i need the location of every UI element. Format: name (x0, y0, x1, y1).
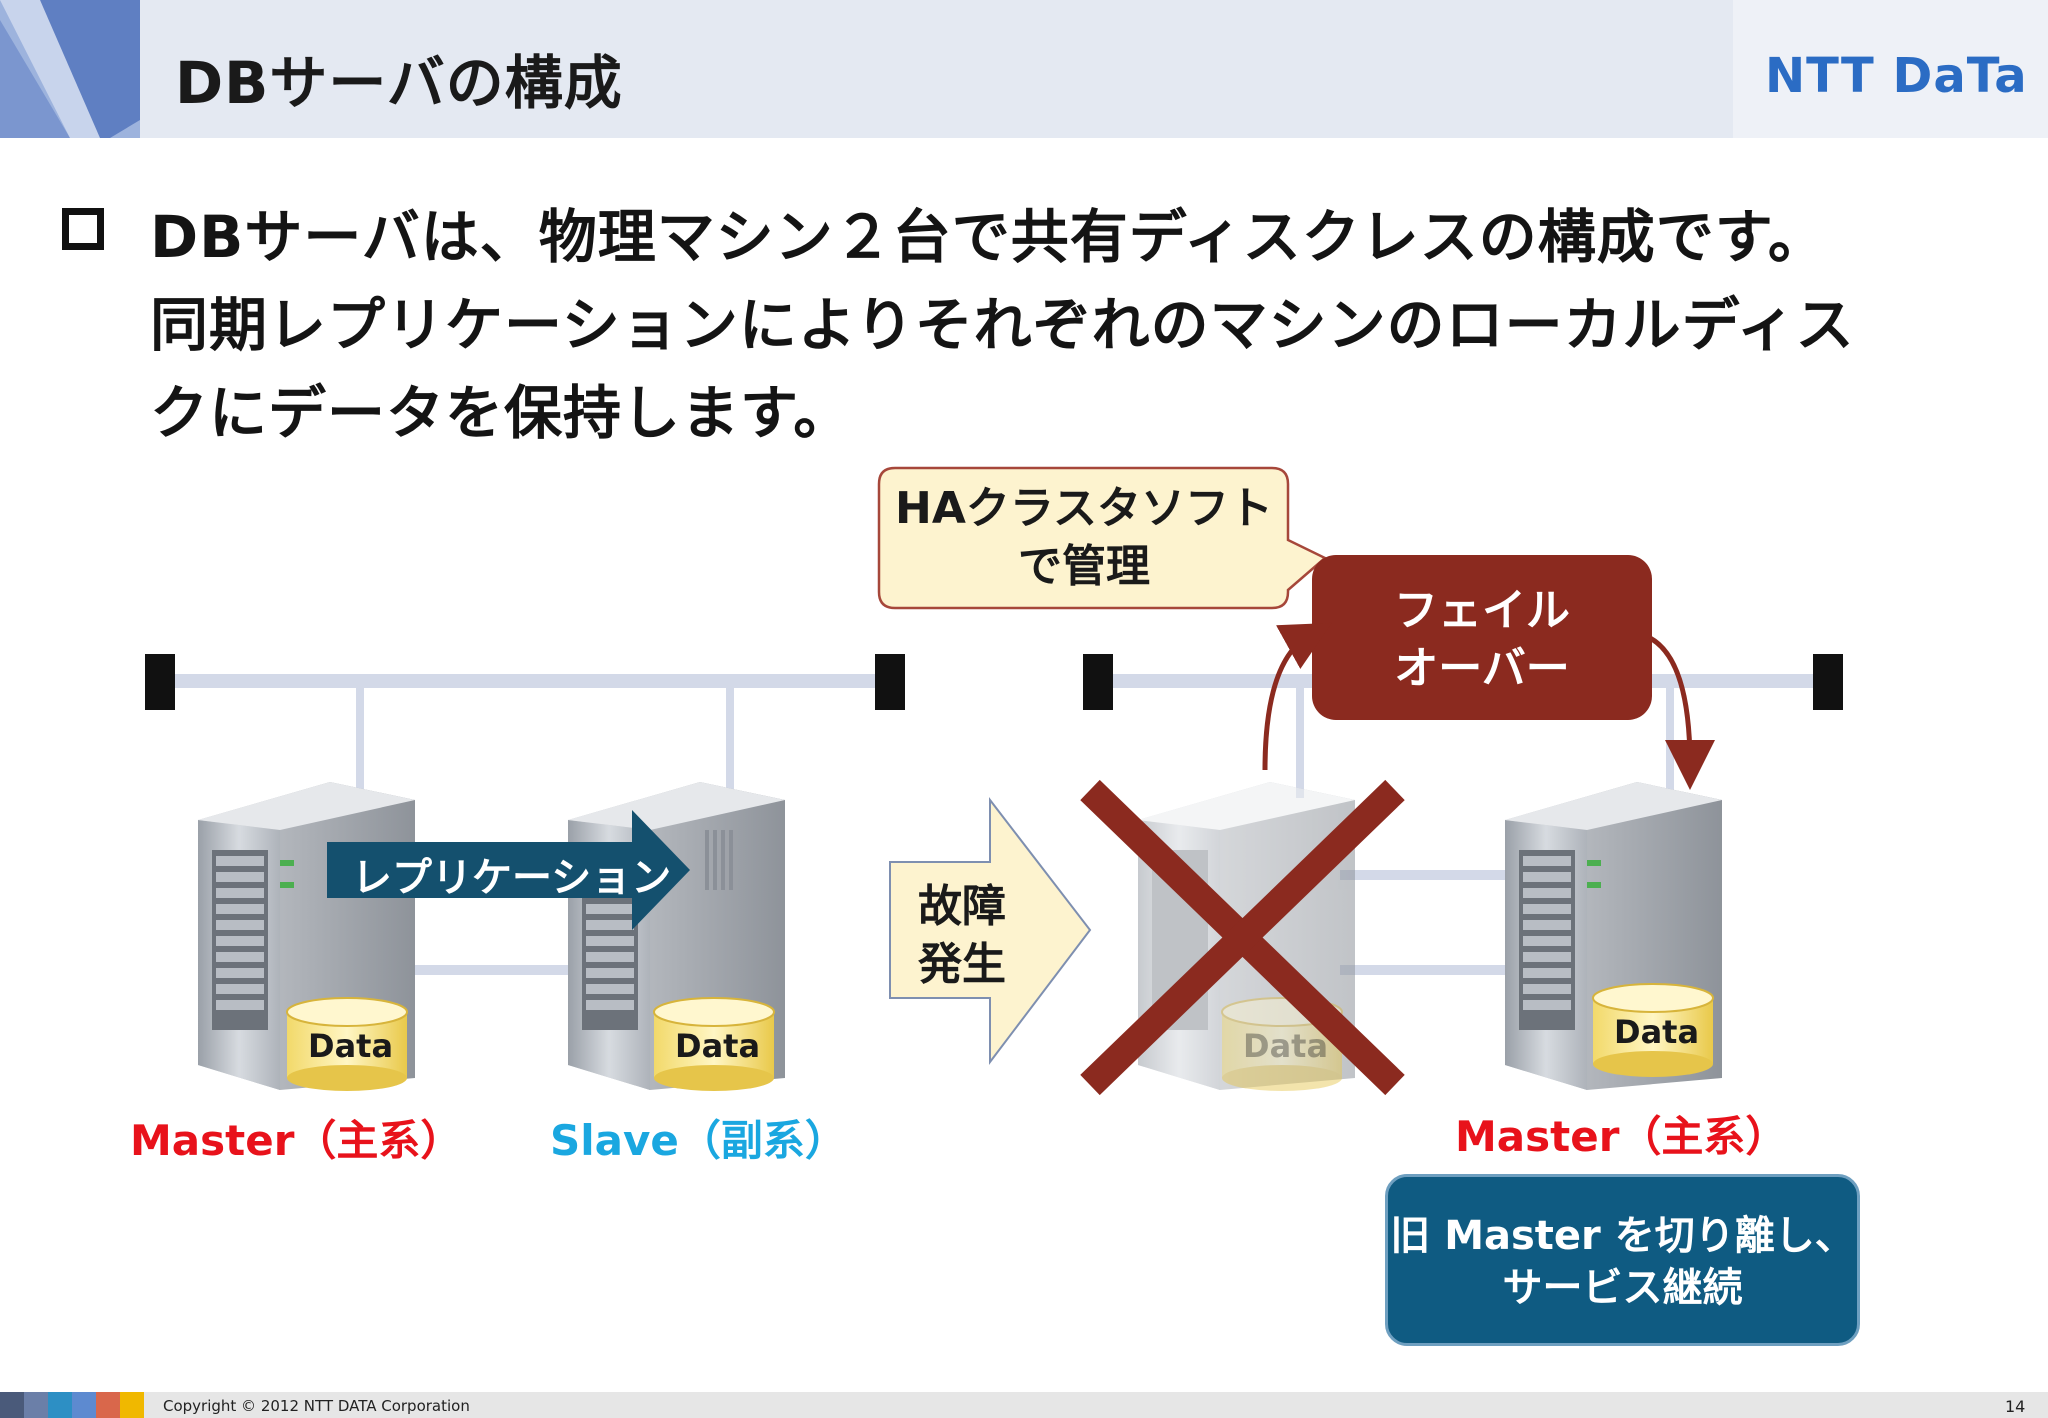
failover-text: フェイル オーバー (1312, 582, 1652, 698)
failover-arrow-in-icon (1648, 635, 1715, 790)
fault-arrow-icon (889, 797, 1092, 1065)
slide-header (0, 0, 2048, 138)
header-logo-area (1733, 0, 2048, 138)
body-text-line-2: 同期レプリケーションによりそれぞれのマシンのローカルディス (150, 291, 1855, 359)
data-disk-slave-icon (653, 997, 775, 1091)
master-right-label: Master（主系） (1455, 1112, 1788, 1161)
failover-box (1312, 555, 1652, 720)
company-logo: NTT DaTa (1765, 48, 2028, 104)
failure-cross-icon (1080, 779, 1405, 1096)
fault-label: 故障 発生 (918, 878, 1006, 994)
slide-footer (0, 1392, 2048, 1418)
data-disk-master-right-icon (1592, 983, 1714, 1077)
data-label-master-left: Data (308, 1027, 394, 1065)
service-continue-text: 旧 Master を切り離し、 サービス継続 (1385, 1210, 1860, 1314)
service-continue-line-1: 旧 Master を切り離し、 (1390, 1213, 1855, 1259)
body-text-line-1: DBサーバは、物理マシン２台で共有ディスクレスの構成です。 (150, 203, 1827, 271)
slave-label: Slave（副系） (550, 1116, 847, 1165)
service-continue-line-2: サービス継続 (1502, 1265, 1743, 1311)
ha-callout-line-1: HAクラスタソフト (895, 483, 1273, 534)
replication-arrow-icon (327, 810, 690, 930)
ha-callout-bubble (877, 466, 1328, 610)
ha-callout-line-2: で管理 (1018, 541, 1150, 592)
page-number: 14 (2005, 1397, 2026, 1416)
data-label-master-right: Data (1614, 1013, 1700, 1051)
fault-line-1: 故障 (918, 881, 1006, 932)
service-continue-box (1385, 1174, 1860, 1346)
footer-color-square (24, 1392, 48, 1418)
footer-color-square (0, 1392, 24, 1418)
failover-line-1: フェイル (1394, 585, 1570, 636)
copyright-text: Copyright © 2012 NTT DATA Corporation (163, 1397, 470, 1415)
body-text-line-3: クにデータを保持します。 (150, 379, 853, 447)
network-bus-left (145, 654, 905, 975)
slide-title: DBサーバの構成 (175, 49, 623, 117)
master-left-label: Master（主系） (130, 1116, 463, 1165)
bullet-square-icon (62, 208, 104, 250)
fault-line-2: 発生 (918, 939, 1006, 990)
data-disk-master-left-icon (286, 997, 408, 1091)
data-label-failed: Data (1243, 1027, 1329, 1065)
footer-color-square (120, 1392, 144, 1418)
footer-color-square (72, 1392, 96, 1418)
footer-color-square (48, 1392, 72, 1418)
header-corner-graphic (0, 0, 140, 138)
replication-label: レプリケーション (352, 855, 672, 901)
failover-line-2: オーバー (1394, 643, 1570, 694)
data-label-slave: Data (675, 1027, 761, 1065)
footer-color-square (96, 1392, 120, 1418)
ha-callout-text: HAクラスタソフト で管理 (879, 480, 1289, 596)
failover-arrow-out-icon (1262, 622, 1332, 771)
